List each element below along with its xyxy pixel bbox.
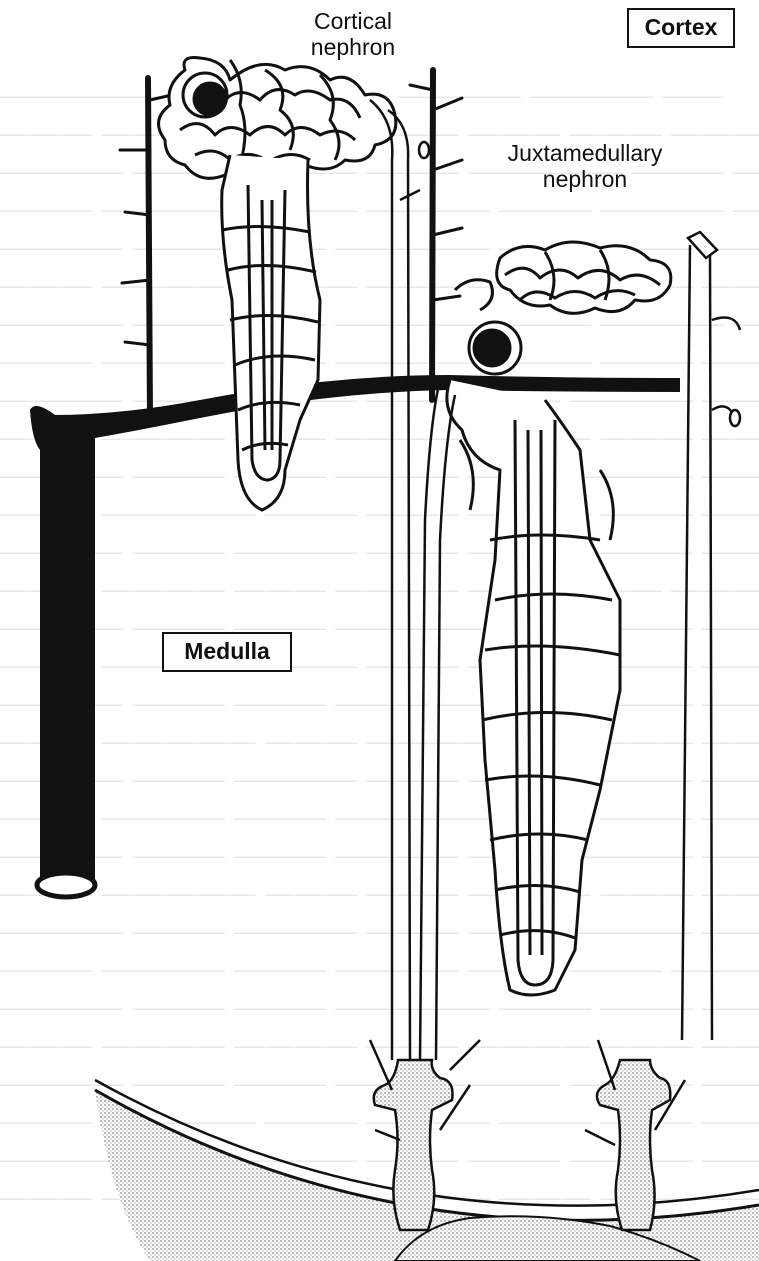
cortex-label: Cortex	[627, 8, 735, 48]
juxtamedullary-label-line-2: nephron	[495, 166, 675, 192]
cortical-nephron-label: Cortical nephron	[288, 8, 418, 60]
medulla-label: Medulla	[162, 632, 292, 672]
juxtamedullary-nephron-label: Juxtamedullary nephron	[495, 140, 675, 192]
cortical-label-line-1: Cortical	[288, 8, 418, 34]
juxtamedullary-label-line-1: Juxtamedullary	[495, 140, 675, 166]
cortical-nephron	[159, 58, 396, 511]
juxtamedullary-nephron	[447, 242, 671, 995]
medullary-stalks	[370, 1040, 685, 1230]
cortical-label-line-2: nephron	[288, 34, 418, 60]
